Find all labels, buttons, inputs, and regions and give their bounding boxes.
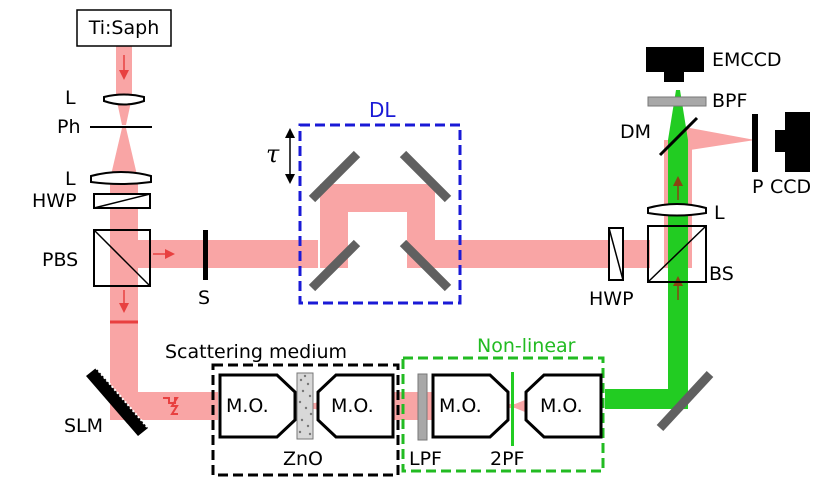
nonlinear-box (401, 356, 605, 473)
lens-right (647, 203, 707, 217)
pinhole-label: Ph (57, 116, 81, 138)
scattering-medium-title: Scattering medium (165, 341, 347, 363)
ccd-camera (775, 112, 810, 172)
delay-line-box (298, 123, 462, 305)
lens-top (103, 93, 145, 106)
dl-mirror-top-right (399, 150, 452, 203)
mo-2 (316, 373, 395, 439)
slm (86, 367, 149, 436)
polarizer (752, 114, 758, 172)
dm-label: DM (620, 121, 651, 143)
lpf-filter (417, 373, 428, 441)
wavefront-squiggle (163, 397, 179, 415)
green-beam-horizontal (605, 389, 685, 409)
hwp-right-label: HWP (589, 288, 634, 310)
arrow-right-pbs (153, 249, 175, 259)
mo-4-label: M.O. (540, 395, 583, 417)
nonlinear-title: Non-linear (477, 335, 576, 357)
mo-3-label: M.O. (439, 395, 482, 417)
mo-1 (218, 373, 297, 439)
beam-arrows (110, 55, 683, 415)
lens-top-label: L (65, 87, 76, 109)
hwp-left-label: HWP (32, 190, 77, 212)
bpf-filter (647, 96, 707, 107)
delay-mirrors (308, 150, 452, 292)
bs-cube (647, 225, 707, 283)
laser-box: Ti:Saph (76, 9, 172, 47)
lens-second (90, 171, 152, 185)
polarizer-label: P (752, 176, 763, 198)
mo-1-label: M.O. (226, 395, 269, 417)
delay-line-label: DL (369, 98, 396, 122)
tau-label: τ (266, 140, 280, 168)
arrow-down-top (119, 55, 129, 80)
beam-pinhole-to-lens (111, 128, 137, 175)
dichroic-mirror (658, 116, 699, 157)
emccd-camera (646, 47, 704, 82)
shutter (203, 230, 208, 280)
ccd-label: CCD (770, 176, 811, 198)
tau-arrow (285, 128, 295, 184)
hwp-right (608, 227, 624, 281)
dl-mirror-bottom-left (308, 239, 361, 292)
arrow-down-pbs (119, 290, 129, 313)
lens-right-label: L (714, 202, 725, 224)
beam-dm-to-ccd (670, 128, 755, 150)
mirror-bottom-right (656, 370, 714, 432)
zno-label: ZnO (283, 448, 323, 470)
two-pf-label: 2PF (490, 448, 524, 470)
pbs-cube (93, 229, 151, 287)
slm-label: SLM (64, 415, 103, 437)
lens-second-label: L (65, 168, 76, 190)
shutter-label: S (198, 287, 210, 309)
green-beam-to-bpf (668, 90, 688, 140)
dl-mirror-bottom-right (399, 239, 452, 292)
lpf-label: LPF (409, 448, 442, 470)
mo-2-label: M.O. (331, 395, 374, 417)
mo-4 (524, 373, 603, 439)
green-2pf-line (511, 372, 514, 446)
bpf-label: BPF (712, 90, 747, 112)
emccd-label: EMCCD (712, 49, 782, 71)
pbs-label: PBS (42, 249, 78, 271)
hwp-left (93, 193, 151, 209)
bs-label: BS (709, 263, 734, 285)
dl-mirror-top-left (308, 150, 361, 203)
zno-sample (296, 372, 314, 440)
mo-3 (431, 373, 510, 439)
scattering-medium-box (211, 363, 400, 477)
laser-label: Ti:Saph (88, 17, 160, 39)
